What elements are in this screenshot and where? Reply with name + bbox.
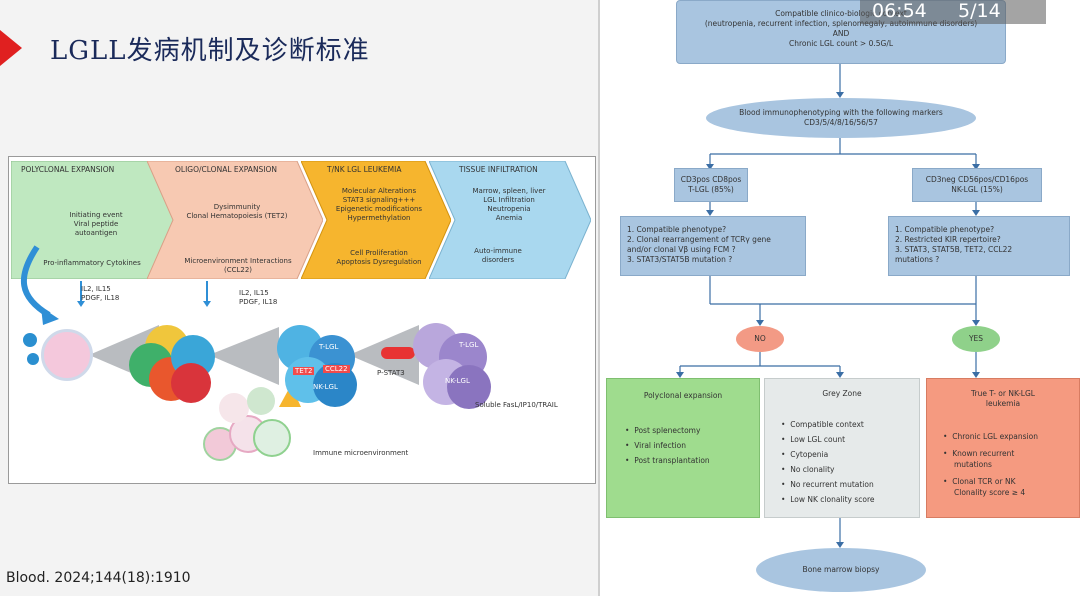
phase-extra: Cell Proliferation Apoptosis Dysregulati… [336, 249, 422, 266]
video-overlay[interactable]: 06:54 5/14 [860, 0, 1046, 24]
label-tlgl: T-LGL [319, 343, 339, 351]
true-lgl-title: True T- or NK-LGL leukemia [971, 389, 1035, 408]
cytokine-list-2: IL2, IL15 PDGF, IL18 [239, 289, 278, 306]
micro-cell [247, 387, 275, 415]
virus-particle [27, 353, 39, 365]
immunophenotyping-ellipse: Blood immunophenotyping with the followi… [706, 98, 976, 138]
infiltrating-cell [447, 365, 491, 409]
phase-title: OLIGO/CLONAL EXPANSION [175, 165, 278, 174]
label-ccl22: CCL22 [323, 365, 350, 373]
label-tlgl-2: T-LGL [459, 341, 479, 349]
diagnostic-flowchart: Compatible clinico-biologic context (neu… [600, 0, 1080, 596]
phase-extra: Pro-inflammatory Cytokines [43, 259, 141, 267]
phase-oligoclonal: OLIGO/CLONAL EXPANSION Dysimmunity Clona… [147, 161, 323, 279]
polyclonal-box: Polyclonal expansion • Post splenectomy … [606, 378, 760, 518]
label-nklgl: NK-LGL [313, 383, 338, 391]
label-soluble: Soluble FasL/IP10/TRAIL [475, 401, 558, 409]
phase-text: Dysimmunity Clonal Hematopoiesis (TET2) [186, 203, 288, 220]
figure-graphics [20, 245, 419, 407]
slide-panel: LGLL发病机制及诊断标准 POLYCLONAL EXPANSION Initi… [0, 0, 598, 596]
true-lgl-box: True T- or NK-LGL leukemia • Chronic LGL… [926, 378, 1080, 518]
nklgl-phenotype-box: CD3neg CD56pos/CD16pos NK-LGL (15%) [912, 168, 1042, 202]
normal-lymphocyte [41, 329, 93, 381]
title-marker [0, 30, 22, 66]
label-pstat3: P-STAT3 [377, 369, 405, 377]
page-indicator: 5/14 [958, 0, 1001, 22]
no-node: NO [736, 326, 784, 352]
phase-leukemia: T/NK LGL LEUKEMIA Molecular Alterations … [301, 161, 451, 279]
grey-zone-box: Grey Zone • Compatible context • Low LGL… [764, 378, 920, 518]
phase-text: Molecular Alterations STAT3 signaling+++… [335, 187, 423, 222]
flow-connectors [676, 62, 980, 548]
citation: Blood. 2024;144(18):1910 [6, 570, 191, 586]
clone-cell [171, 363, 211, 403]
phase-text: Marrow, spleen, liver LGL Infiltration N… [472, 187, 546, 222]
phase-title: TISSUE INFILTRATION [459, 165, 538, 174]
slide-title: LGLL发病机制及诊断标准 [50, 36, 370, 66]
playback-time: 06:54 [872, 0, 927, 22]
phase-text: Initiating event Viral peptide autoantig… [69, 211, 123, 237]
nklgl-questions-box: 1. Compatible phenotype? 2. Restricted K… [888, 216, 1070, 276]
phase-infiltration: TISSUE INFILTRATION Marrow, spleen, live… [429, 161, 591, 279]
cytokine-list-1: IL2, IL15 PDGF, IL18 [81, 285, 120, 302]
yes-node: YES [952, 326, 1000, 352]
bone-marrow-biopsy-ellipse: Bone marrow biopsy [756, 548, 926, 592]
phase-extra: Auto-immune disorders [474, 247, 522, 264]
tlgl-questions-box: 1. Compatible phenotype? 2. Clonal rearr… [620, 216, 806, 276]
pathogenesis-figure: POLYCLONAL EXPANSION Initiating event Vi… [8, 156, 596, 484]
label-immune: Immune microenvironment [313, 449, 409, 457]
panel-divider [598, 0, 600, 596]
tlgl-phenotype-box: CD3pos CD8pos T-LGL (85%) [674, 168, 748, 202]
micro-cell [219, 393, 249, 423]
grey-zone-title: Grey Zone [822, 389, 862, 398]
label-nklgl-2: NK-LGL [445, 377, 470, 385]
phase-polyclonal: POLYCLONAL EXPANSION Initiating event Vi… [11, 161, 207, 279]
phase-extra: Microenvironment Interactions (CCL22) [184, 257, 292, 274]
polyclonal-title: Polyclonal expansion [643, 391, 723, 400]
micro-cell [253, 419, 291, 457]
phase-title: T/NK LGL LEUKEMIA [327, 165, 402, 174]
label-tet2: TET2 [293, 367, 315, 375]
virus-particle [23, 333, 37, 347]
pstat3-shape [381, 347, 415, 359]
phase-title: POLYCLONAL EXPANSION [21, 165, 115, 174]
